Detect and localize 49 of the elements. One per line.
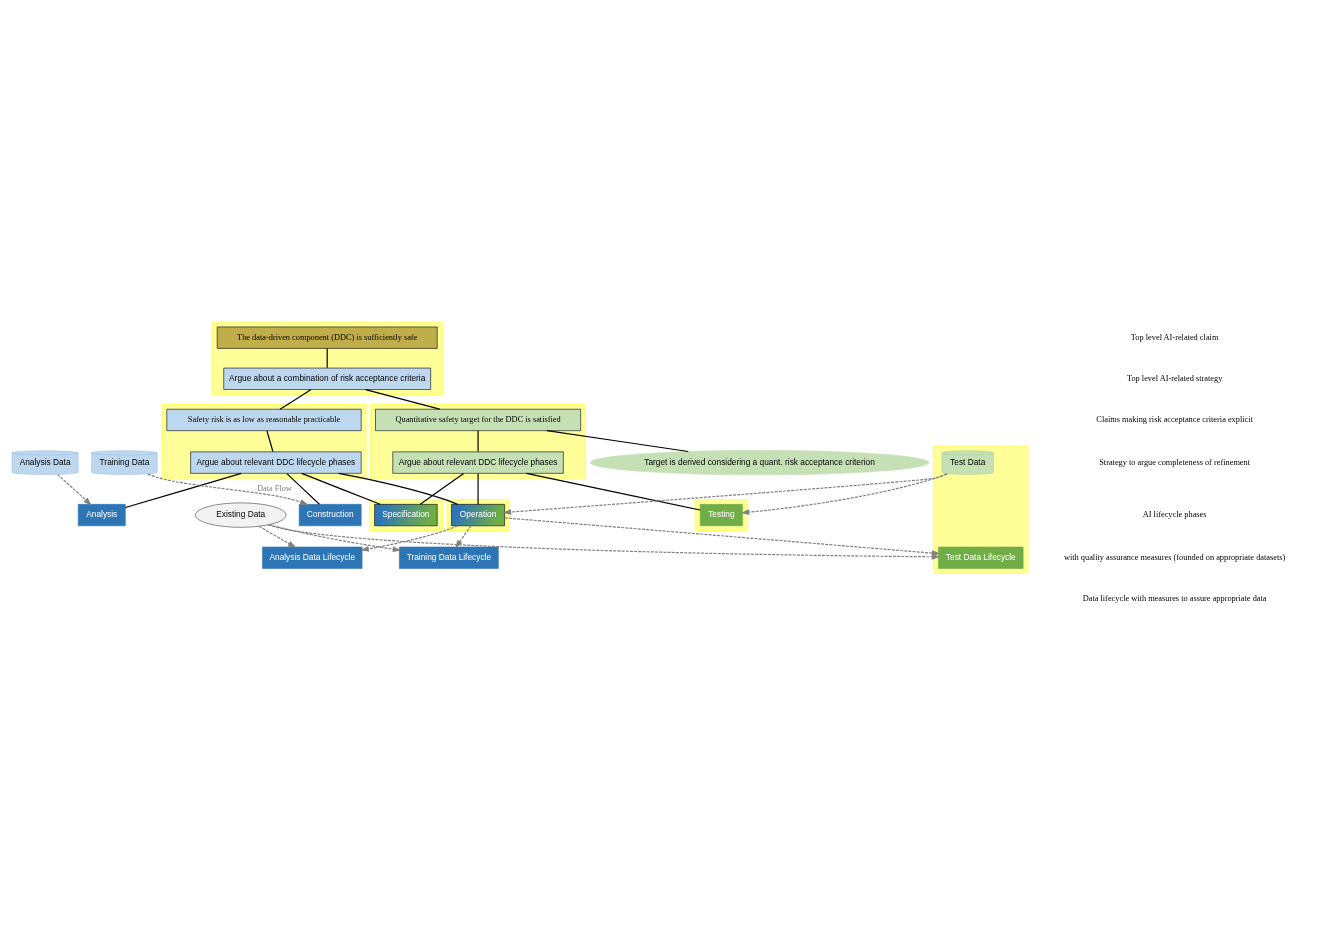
arrow bbox=[359, 524, 458, 552]
arrow bbox=[267, 523, 940, 560]
label: Strategy to argue completeness of refinement bbox=[1098, 457, 1250, 467]
label: with quality assurance measures (founded on appropriate datasets) bbox=[1063, 552, 1285, 562]
arrow bbox=[56, 473, 92, 505]
node-box: Analysis bbox=[77, 503, 126, 526]
node-box: Operation bbox=[450, 503, 505, 526]
arrow bbox=[503, 516, 940, 556]
arrow bbox=[258, 525, 296, 548]
node-box: Argue about a combination of risk acceptance criteria bbox=[222, 367, 431, 390]
connector bbox=[337, 472, 458, 505]
connector bbox=[265, 429, 273, 452]
node-box: Training Data Lifecycle bbox=[398, 546, 499, 569]
node-box: Test Data Lifecycle bbox=[937, 546, 1023, 569]
arrow bbox=[502, 472, 948, 515]
node-box: Safety risk is as low as reasonable practicable bbox=[165, 408, 361, 431]
connector bbox=[326, 347, 328, 368]
node-ellipse: Existing Data bbox=[194, 502, 286, 528]
connector bbox=[477, 429, 479, 452]
node-ellipse: Target is derived considering a quant. risk acceptance criterion bbox=[589, 449, 929, 475]
connector bbox=[300, 472, 381, 505]
connector bbox=[419, 472, 464, 505]
edge-label: Data Flow bbox=[256, 483, 292, 493]
arrow bbox=[454, 524, 471, 548]
node-box: Construction bbox=[298, 503, 361, 526]
node-box: Argue about relevant DDC lifecycle phases bbox=[189, 451, 361, 474]
connector bbox=[285, 472, 320, 505]
arrow bbox=[146, 473, 308, 505]
cluster bbox=[160, 403, 367, 479]
cluster bbox=[211, 321, 443, 395]
arrow bbox=[268, 523, 401, 552]
node-box: Quantitative safety target for the DDC is satisfied bbox=[374, 408, 581, 431]
node-box: Specification bbox=[373, 503, 438, 526]
connector bbox=[278, 388, 312, 410]
connector bbox=[124, 472, 242, 508]
cluster bbox=[369, 403, 586, 479]
connector bbox=[477, 472, 479, 505]
label: Claims making risk acceptance criteria explicit bbox=[1095, 414, 1253, 424]
node-box: Analysis Data Lifecycle bbox=[261, 546, 362, 569]
label: Top level AI-related strategy bbox=[1126, 373, 1222, 383]
label: AI lifecycle phases bbox=[1142, 509, 1207, 519]
connector bbox=[525, 472, 701, 511]
label: Data lifecycle with measures to assure appropriate data bbox=[1082, 593, 1267, 603]
connector bbox=[545, 429, 689, 452]
arrow bbox=[740, 472, 947, 515]
node-box: The data-driven component (DDC) is sufficiently safe bbox=[216, 326, 438, 349]
node-box: Argue about relevant DDC lifecycle phases bbox=[392, 451, 564, 474]
label: Top level AI-related claim bbox=[1130, 332, 1218, 342]
node-box: Testing bbox=[699, 503, 743, 526]
